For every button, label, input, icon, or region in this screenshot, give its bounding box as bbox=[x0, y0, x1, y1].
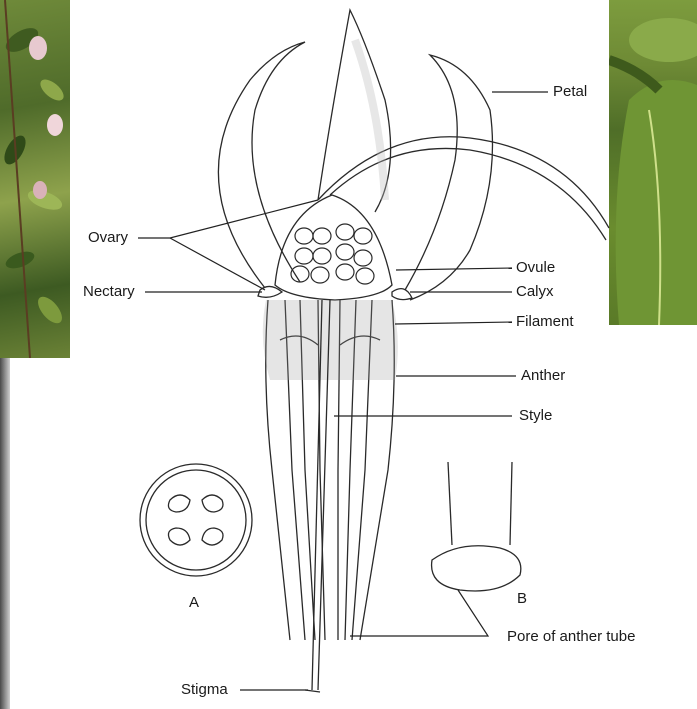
label-filament: Filament bbox=[516, 313, 574, 330]
label-stigma: Stigma bbox=[181, 681, 228, 698]
label-ovule: Ovule bbox=[516, 259, 555, 276]
petal-left bbox=[218, 42, 305, 288]
pore-leader bbox=[350, 590, 488, 636]
ovary-leader-1 bbox=[138, 200, 318, 238]
inset-a-inner bbox=[146, 470, 246, 570]
ovary-leader-2 bbox=[170, 238, 265, 290]
label-calyx: Calyx bbox=[516, 283, 554, 300]
ovary bbox=[275, 195, 392, 300]
ovule-cluster bbox=[291, 224, 374, 284]
label-nectary: Nectary bbox=[83, 283, 135, 300]
petal-right bbox=[405, 55, 493, 300]
label-petal: Petal bbox=[553, 83, 587, 100]
label-pore: Pore of anther tube bbox=[507, 628, 635, 645]
filament-leader bbox=[395, 322, 512, 324]
inset-a-ovules bbox=[168, 495, 223, 545]
label-anther: Anther bbox=[521, 367, 565, 384]
ovule-leader bbox=[396, 268, 512, 270]
inset-a-outer bbox=[140, 464, 252, 576]
calyx-right bbox=[392, 289, 412, 300]
inset-b-tube bbox=[432, 462, 521, 591]
label-ovary: Ovary bbox=[88, 229, 129, 246]
label-inset-b: B bbox=[517, 590, 527, 607]
label-inset-a: A bbox=[189, 594, 199, 611]
label-style: Style bbox=[519, 407, 552, 424]
petal-shading bbox=[355, 40, 385, 200]
filament-hairs bbox=[263, 300, 398, 380]
